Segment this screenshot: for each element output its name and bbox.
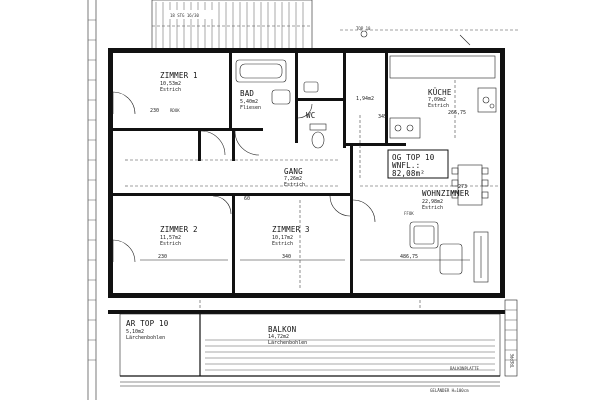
room-zimmer1-name: ZIMMER 1	[160, 71, 198, 80]
dim-230-bottom: 230	[158, 254, 167, 260]
room-ar-top-area: 5,10m2	[126, 329, 144, 335]
dim-60: 60	[244, 196, 250, 202]
doors	[112, 91, 376, 263]
dimension-texts: 230 230 340 486,75 266,75 273 345 60	[150, 108, 467, 260]
gelaender-note: GELÄNDER H=100cm	[430, 388, 469, 393]
room-kueche-name: KÜCHE	[428, 88, 452, 97]
room-wohnzimmer-name: WOHNZIMMER	[422, 189, 469, 198]
room-wc-area: 1,94m2	[356, 96, 374, 102]
room-wohnzimmer-floor: Estrich	[422, 205, 443, 211]
room-ar-top-name: AR TOP 10	[126, 319, 169, 328]
balcony	[108, 299, 518, 387]
room-labels: ZIMMER 1 10,53m2 Estrich BAD 5,40m2 Flie…	[126, 71, 469, 346]
outer-walls	[108, 48, 505, 298]
annotations: FFOK RDOK GELÄNDER H=100cm BALKONPLATTE …	[170, 108, 515, 393]
dim-273: 273	[458, 184, 467, 190]
unit-box-text: OG TOP 10 WNFL.: 82,08m²	[392, 153, 435, 178]
top10-label: TOP 10	[356, 26, 371, 31]
unit-box	[387, 149, 449, 179]
dim-345: 345	[378, 114, 387, 120]
stair-note: 18 STG 16/30	[170, 13, 199, 18]
staircase: 18 STG 16/30	[151, 0, 313, 51]
balkonplatte-note: BALKONPLATTE	[450, 366, 479, 371]
dimension-lines	[125, 80, 498, 290]
room-bad-name: BAD	[240, 89, 254, 98]
room-gang-floor: Estrich	[284, 182, 305, 188]
room-gang-area: 7,26m2	[284, 176, 302, 182]
room-zimmer3-name: ZIMMER 3	[272, 225, 310, 234]
unit-wnfl-label: WNFL.:	[392, 161, 420, 170]
room-bad-area: 5,40m2	[240, 99, 258, 105]
room-wc-name: WC	[306, 111, 315, 120]
room-bad-floor: Fliesen	[240, 105, 261, 111]
room-zimmer3-area: 10,17m2	[272, 235, 293, 241]
top-right-marks: TOP 10	[340, 26, 520, 46]
interior-walls	[113, 53, 406, 294]
room-zimmer2-name: ZIMMER 2	[160, 225, 198, 234]
room-zimmer2-area: 11,57m2	[160, 235, 181, 241]
fixtures	[235, 55, 497, 283]
treppe-note: TREPPE	[510, 353, 515, 368]
room-balkon-area: 14,72m2	[268, 334, 289, 340]
room-kueche-floor: Estrich	[428, 103, 449, 109]
dim-230-top: 230	[150, 108, 159, 114]
left-facade	[87, 0, 97, 400]
room-balkon-floor: Lärchenbohlen	[268, 340, 307, 346]
room-balkon-name: BALKON	[268, 325, 296, 334]
ffok-note: FFOK	[404, 211, 414, 216]
rdok-note: RDOK	[170, 108, 180, 113]
dim-266: 266,75	[448, 110, 466, 116]
dim-486: 486,75	[400, 254, 418, 260]
room-zimmer3-floor: Estrich	[272, 241, 293, 247]
dim-340: 340	[282, 254, 291, 260]
room-zimmer1-floor: Estrich	[160, 87, 181, 93]
room-gang-name: GANG	[284, 167, 303, 176]
room-zimmer1-area: 10,53m2	[160, 81, 181, 87]
unit-wnfl-value: 82,08m²	[392, 169, 425, 178]
room-kueche-area: 7,09m2	[428, 97, 446, 103]
room-ar-top-floor: Lärchenbohlen	[126, 335, 165, 341]
room-wohnzimmer-area: 22,98m2	[422, 199, 443, 205]
unit-title: OG TOP 10	[392, 153, 435, 162]
room-zimmer2-floor: Estrich	[160, 241, 181, 247]
